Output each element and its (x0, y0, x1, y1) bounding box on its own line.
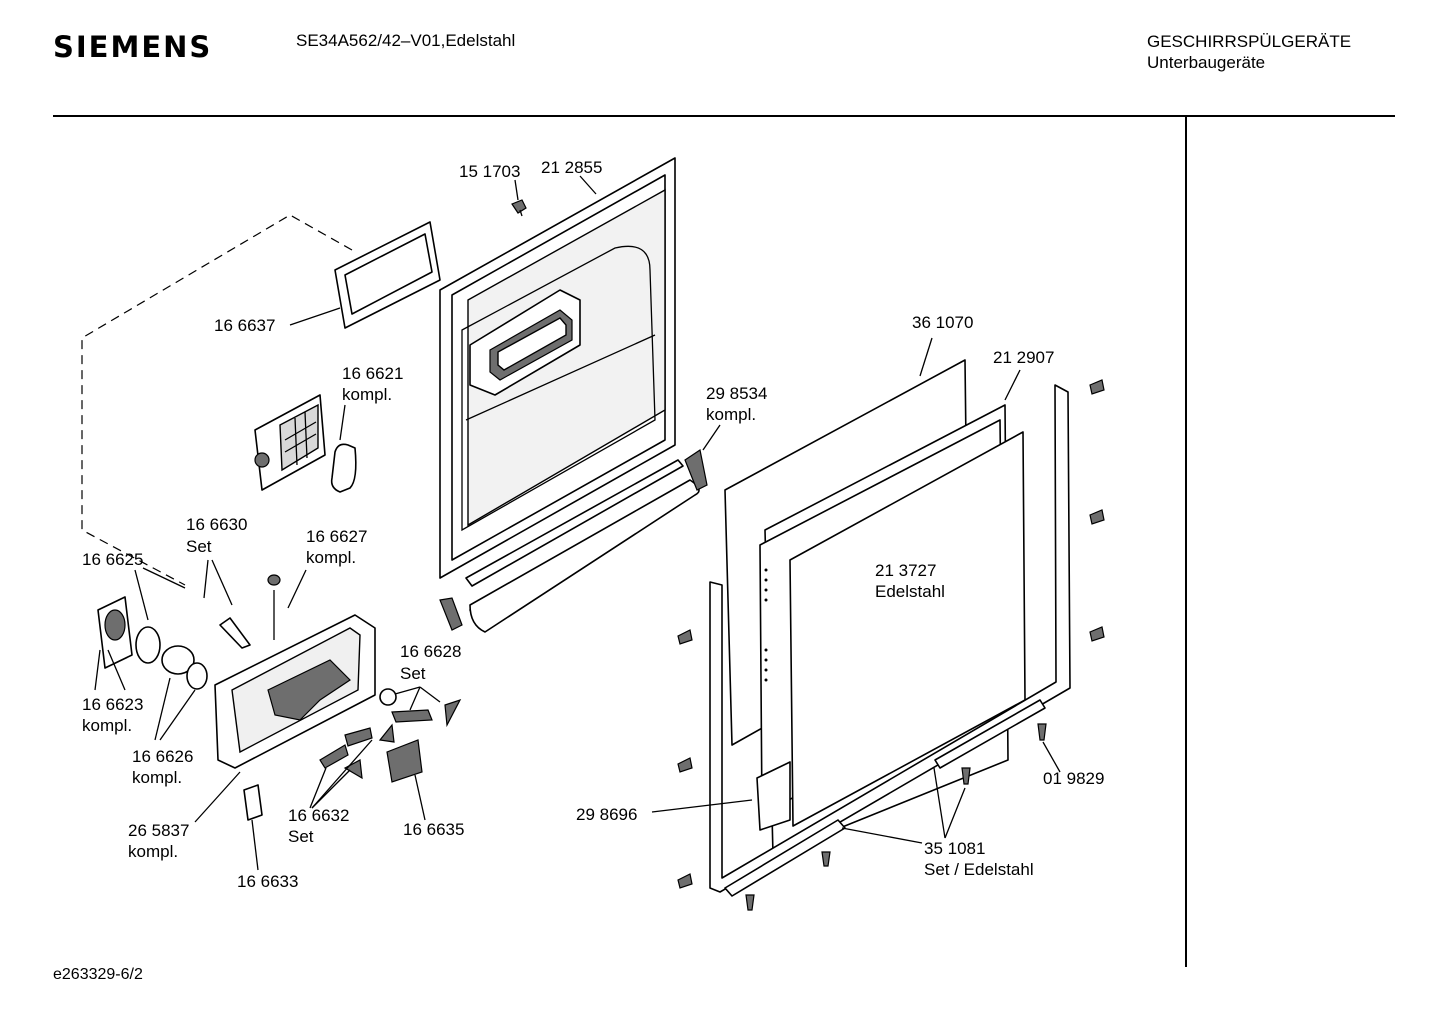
part-knob-assembly (97, 574, 462, 821)
label-166630: 16 6630 (186, 515, 247, 534)
part-lock-housing-265837 (214, 614, 376, 769)
label-166632-set: Set (288, 827, 314, 846)
label-166625: 16 6625 (82, 550, 143, 569)
category-subtitle: Unterbaugeräte (1147, 53, 1266, 72)
label-166630-set: Set (186, 537, 212, 556)
part-seal-pad (330, 443, 357, 493)
category-title: GESCHIRRSPÜLGERÄTE (1147, 32, 1352, 51)
appliance-category: GESCHIRRSPÜLGERÄTE Unterbaugeräte (1147, 31, 1351, 73)
label-265837-kompl: kompl. (128, 842, 178, 861)
label-166632: 16 6632 (288, 806, 349, 825)
label-151703: 15 1703 (459, 162, 520, 181)
label-361070: 36 1070 (912, 313, 973, 332)
label-265837: 26 5837 (128, 821, 189, 840)
label-298534: 29 8534 (706, 384, 767, 403)
label-166623: 16 6623 (82, 695, 143, 714)
label-166626-kompl: kompl. (132, 768, 182, 787)
label-166627: 16 6627 (306, 527, 367, 546)
label-166623-kompl: kompl. (82, 716, 132, 735)
part-screws (677, 379, 1105, 911)
part-trim-strip (724, 699, 1046, 897)
label-166628: 16 6628 (400, 642, 461, 661)
label-212855: 21 2855 (541, 158, 602, 177)
part-frame-166637 (334, 221, 441, 329)
label-166626: 16 6626 (132, 747, 193, 766)
part-decor-panel-213727 (759, 419, 1026, 827)
part-hinge-298534 (439, 449, 708, 631)
label-019829: 01 9829 (1043, 769, 1104, 788)
part-screw-151703 (511, 199, 527, 217)
model-number: SE34A562/42–V01,Edelstahl (296, 31, 516, 50)
part-lower-trim-rail (465, 459, 700, 633)
label-213727: 21 3727 (875, 561, 936, 580)
header-divider (53, 115, 1395, 117)
drawing-id: e263329-6/2 (53, 966, 143, 983)
label-351081: 35 1081 (924, 839, 985, 858)
siemens-logo: SIEMENS (53, 30, 213, 64)
side-divider (1185, 116, 1187, 967)
label-166627-kompl: kompl. (306, 548, 356, 567)
part-filter-insert (254, 394, 326, 491)
part-side-frame-212907 (709, 384, 1071, 893)
label-166637: 16 6637 (214, 316, 275, 335)
label-351081-set: Set / Edelstahl (924, 860, 1034, 879)
label-298696: 29 8696 (576, 805, 637, 824)
label-166628-set: Set (400, 664, 426, 683)
part-labels: 15 1703 21 2855 16 6637 16 6621 kompl. 3… (82, 158, 1104, 891)
assembly-dashed-line (81, 214, 353, 586)
label-212907: 21 2907 (993, 348, 1054, 367)
label-213727-edelstahl: Edelstahl (875, 582, 945, 601)
label-166635: 16 6635 (403, 820, 464, 839)
label-298534-kompl: kompl. (706, 405, 756, 424)
label-166621: 16 6621 (342, 364, 403, 383)
part-inner-door-panel (439, 157, 676, 579)
label-166621-kompl: kompl. (342, 385, 392, 404)
leader-lines (94, 175, 1061, 871)
label-166633: 16 6633 (237, 872, 298, 891)
